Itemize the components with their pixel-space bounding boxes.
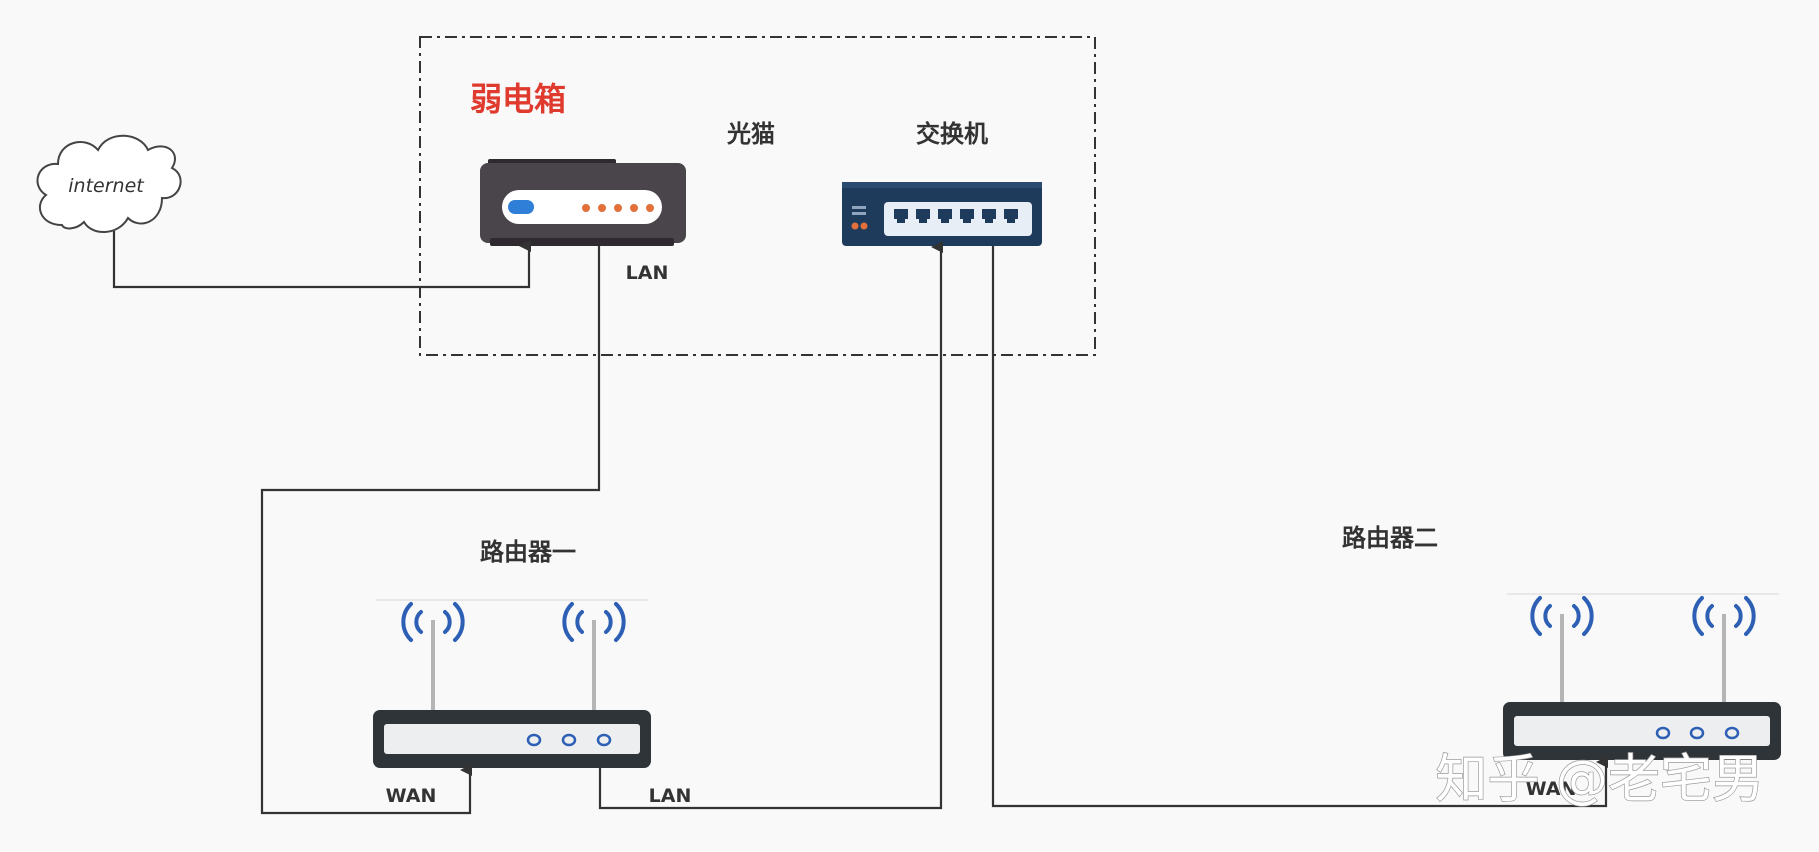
switch-label: 交换机 — [916, 120, 988, 148]
link-internet-modem — [112, 231, 531, 289]
router1-wan-label: WAN — [386, 785, 437, 807]
router2-wan-label: WAN — [1526, 778, 1577, 800]
enclosure-title: 弱电箱 — [470, 80, 566, 118]
internet-cloud-icon — [36, 134, 182, 233]
modem-lan-label: LAN — [626, 262, 669, 284]
link-modem-router1-wan — [260, 246, 601, 815]
wifi-router-icon — [373, 602, 651, 768]
router1-label: 路由器一 — [480, 538, 576, 566]
modem-label: 光猫 — [726, 120, 775, 148]
network-switch-icon — [842, 182, 1042, 246]
router1-lan-label: LAN — [649, 785, 692, 807]
link-switch-router2-wan — [991, 246, 1608, 808]
optical-modem-icon — [480, 159, 686, 246]
link-router1-lan-switch — [598, 241, 943, 810]
router2-label: 路由器二 — [1342, 524, 1438, 552]
cloud-label: internet — [68, 175, 145, 197]
watermark: 知乎 @老宅男 — [1435, 750, 1764, 810]
enclosure-box — [419, 36, 1096, 356]
wifi-router-icon — [1503, 596, 1781, 760]
